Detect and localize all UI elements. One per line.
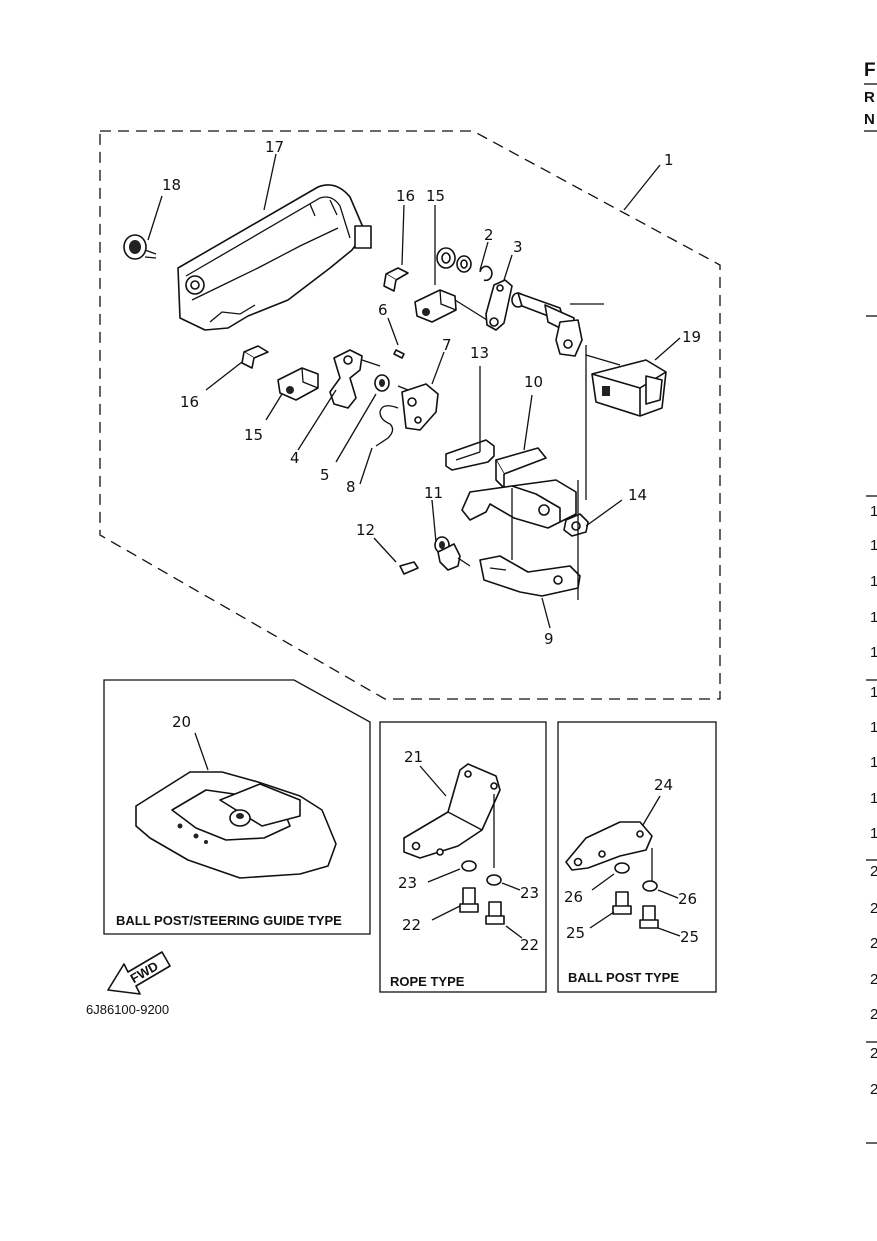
- label-14: 14: [628, 486, 647, 504]
- edge-row-5: 1: [870, 644, 877, 661]
- label-2: 2: [484, 226, 494, 244]
- part-16-clip-lower: [241, 345, 269, 369]
- part-2-nut-washers: [436, 247, 493, 282]
- edge-row-17: 2: [870, 1081, 877, 1098]
- caption-rope-type: ROPE TYPE: [390, 974, 465, 989]
- panel-rope-type: 21 23 23 22 22 ROPE TYPE: [379, 721, 547, 993]
- label-23-right: 23: [520, 884, 539, 902]
- label-26-right: 26: [678, 890, 697, 908]
- edge-row-13: 2: [870, 935, 877, 952]
- part-10-bracket: [461, 447, 577, 529]
- label-1: 1: [664, 151, 674, 169]
- edge-row-14: 2: [870, 971, 877, 988]
- part-9-bracket: [479, 555, 581, 597]
- edge-header-2: R: [864, 89, 875, 106]
- edge-header-1: F: [864, 60, 876, 81]
- label-11: 11: [424, 484, 443, 502]
- label-9: 9: [544, 630, 554, 648]
- edge-header-3: N: [864, 111, 875, 128]
- label-21: 21: [404, 748, 423, 766]
- part-3-lever: [485, 279, 513, 331]
- edge-row-11: 2: [870, 863, 877, 880]
- edge-row-2: 1: [870, 537, 877, 554]
- caption-ball-post-steering: BALL POST/STEERING GUIDE TYPE: [116, 913, 342, 928]
- part-12-pin: [399, 561, 419, 575]
- panel-ball-post-type: 24 26 26 25 25 BALL POST TYPE: [557, 721, 717, 993]
- part-6-pin: [393, 349, 405, 359]
- label-19: 19: [682, 328, 701, 346]
- part-4-arm: [329, 349, 381, 409]
- edge-row-15: 2: [870, 1006, 877, 1023]
- label-23-left: 23: [398, 874, 417, 892]
- caption-ball-post-type: BALL POST TYPE: [568, 970, 679, 985]
- label-25-left: 25: [566, 924, 585, 942]
- edge-row-7: 1: [870, 719, 877, 736]
- part-11-joint: [434, 536, 471, 571]
- callout-numbers: 1 17 18 16 15 2 3 19 6 7 13 10 16 15 4 5…: [162, 138, 701, 648]
- label-24: 24: [654, 776, 673, 794]
- part-19-switch: [585, 354, 667, 417]
- assembly-boundary: [99, 130, 721, 700]
- fwd-arrow-icon: FWD: [107, 951, 171, 995]
- label-15-lower: 15: [244, 426, 263, 444]
- edge-row-9: 1: [870, 790, 877, 807]
- label-8: 8: [346, 478, 356, 496]
- label-7: 7: [442, 336, 452, 354]
- shift-shaft: [511, 292, 583, 357]
- label-4: 4: [290, 449, 300, 467]
- part-17-cover: [177, 184, 372, 331]
- edge-row-3: 1: [870, 573, 877, 590]
- part-16-clip-upper: [383, 267, 409, 292]
- label-25-right: 25: [680, 928, 699, 946]
- drawing-code: 6J86100-9200: [86, 1002, 169, 1017]
- part-7-cam: [397, 383, 439, 431]
- label-16-lower: 16: [180, 393, 199, 411]
- label-17: 17: [265, 138, 284, 156]
- part-18-knob: [123, 234, 157, 260]
- label-3: 3: [513, 238, 523, 256]
- part-15-joint-lower: [277, 367, 319, 401]
- label-6: 6: [378, 301, 388, 319]
- label-12: 12: [356, 521, 375, 539]
- label-10: 10: [524, 373, 543, 391]
- part-15-joint-upper: [414, 289, 488, 323]
- label-26-left: 26: [564, 888, 583, 906]
- edge-row-6: 1: [870, 684, 877, 701]
- edge-row-1: 1: [870, 503, 877, 520]
- label-15-upper: 15: [426, 187, 445, 205]
- edge-row-12: 2: [870, 900, 877, 917]
- part-13-ubolt: [445, 439, 495, 471]
- leader-lines: [147, 153, 681, 629]
- panel-ball-post-steering-guide: 20 BALL POST/STEERING GUIDE TYPE: [103, 679, 371, 935]
- edge-row-10: 1: [870, 825, 877, 842]
- label-13: 13: [470, 344, 489, 362]
- label-5: 5: [320, 466, 330, 484]
- label-20: 20: [172, 713, 191, 731]
- edge-row-4: 1: [870, 609, 877, 626]
- label-22-left: 22: [402, 916, 421, 934]
- right-edge-list: F R N 1 1 1 1 1 1 1 1 1 1 2 2 2 2 2 2 2: [864, 60, 877, 1144]
- part-5-washer: [374, 374, 390, 392]
- label-22-right: 22: [520, 936, 539, 954]
- label-18: 18: [162, 176, 181, 194]
- edge-row-8: 1: [870, 754, 877, 771]
- part-8-spring: [375, 405, 399, 447]
- label-16-upper: 16: [396, 187, 415, 205]
- edge-row-16: 2: [870, 1045, 877, 1062]
